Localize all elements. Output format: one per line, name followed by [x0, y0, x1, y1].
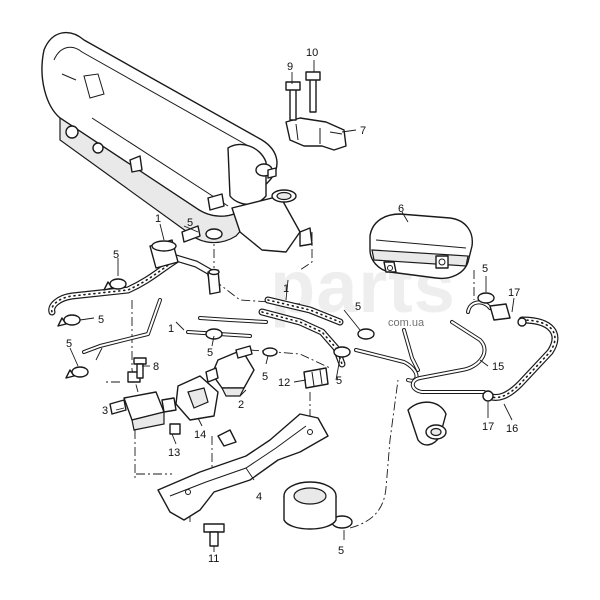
connector-12	[303, 367, 329, 389]
clamp-icon	[477, 292, 495, 304]
clamp-icon	[262, 347, 278, 357]
callout-1: 1	[283, 283, 289, 295]
valve-1	[149, 225, 221, 295]
callout-11: 11	[208, 553, 219, 565]
clamp-icon	[65, 366, 89, 379]
callout-15: 15	[492, 361, 504, 373]
callout-5: 5	[482, 263, 488, 275]
connectors-17	[482, 303, 527, 402]
clamp-icon	[205, 328, 223, 340]
callout-16: 16	[506, 423, 518, 435]
callout-5: 5	[207, 347, 213, 359]
rubber-mount-14	[175, 375, 219, 421]
cover-6	[369, 213, 473, 280]
callout-5: 5	[66, 338, 72, 350]
callout-8: 8	[153, 361, 159, 373]
callout-5: 5	[187, 217, 193, 229]
screw-11-icon	[203, 523, 225, 547]
pipes	[82, 298, 492, 394]
valve-3	[109, 371, 181, 435]
callout-17: 17	[508, 287, 520, 299]
callout-14: 14	[194, 429, 206, 441]
callout-10: 10	[306, 47, 318, 59]
callout-13: 13	[168, 447, 180, 459]
bolt-9-icon	[289, 87, 297, 121]
callout-3: 3	[102, 405, 108, 417]
clamp-icon	[57, 314, 81, 327]
callout-12: 12	[278, 377, 290, 389]
elbow-hose	[407, 401, 447, 446]
bracket-plate-4	[157, 413, 329, 521]
intake-manifold	[41, 31, 313, 253]
callout-9: 9	[287, 61, 293, 73]
clamp-icon	[357, 328, 375, 340]
bracket-assembly-7	[285, 71, 347, 151]
callout-5: 5	[355, 301, 361, 313]
screw-8-icon	[133, 357, 147, 379]
callout-7: 7	[360, 125, 366, 137]
clamp-icon	[103, 278, 127, 291]
callout-5: 5	[262, 371, 268, 383]
clamp-icon	[205, 228, 223, 240]
grommet	[283, 481, 337, 530]
callout-2: 2	[238, 399, 244, 411]
callout-17: 17	[482, 421, 494, 433]
callouts: 1 1 1 2 3 4 5 5 5 5 5 5 5 5 5 5 6 7 8 9 …	[66, 47, 520, 565]
callout-4: 4	[256, 491, 262, 503]
callout-5: 5	[113, 249, 119, 261]
bolt-10-icon	[309, 77, 317, 113]
callout-1: 1	[155, 213, 161, 225]
leader-lines	[69, 60, 515, 552]
callout-6: 6	[398, 203, 404, 215]
callout-5: 5	[98, 314, 104, 326]
callout-1: 1	[168, 323, 174, 335]
callout-5: 5	[338, 545, 344, 557]
watermark-domain: com.ua	[388, 317, 425, 329]
solenoid-valve-2	[205, 345, 255, 397]
clamp-icon	[333, 346, 351, 358]
callout-5: 5	[336, 375, 342, 387]
